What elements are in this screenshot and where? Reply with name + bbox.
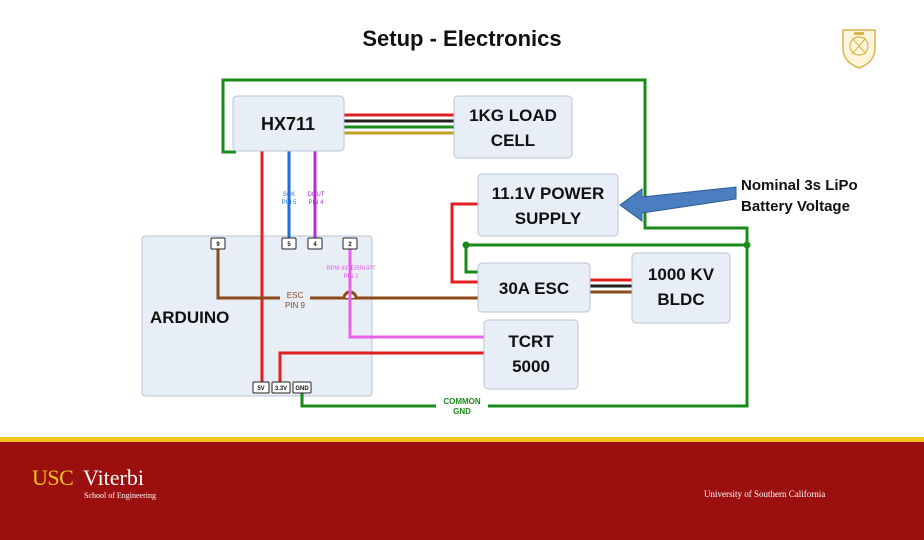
- hx711-box: [232, 95, 345, 152]
- viterbi-logo-text: Viterbi: [83, 465, 144, 490]
- footer-bar: USC Viterbi School of Engineering Univer…: [0, 437, 924, 540]
- university-name: University of Southern California: [704, 489, 826, 499]
- battery-annotation-1: Nominal 3s LiPo: [741, 177, 858, 194]
- battery-voltage-arrow: [619, 186, 737, 222]
- pin-9-header: [210, 237, 226, 250]
- esc-pin-label-bg: [280, 289, 310, 311]
- rpm-label-1: RPM INTERRUPT: [326, 266, 376, 272]
- esc-box: [477, 262, 591, 313]
- school-of-engineering-text: School of Engineering: [84, 491, 156, 500]
- battery-annotation-2: Battery Voltage: [741, 198, 850, 215]
- load-cell-box: [453, 95, 573, 159]
- hx711-label: HX711: [261, 114, 315, 134]
- pin-5v-header: [252, 381, 270, 394]
- tcrt-label-2: 5000: [512, 357, 550, 376]
- pin-9-label: 9: [216, 242, 220, 248]
- arduino-board: [141, 235, 373, 397]
- pin-5-header: [281, 237, 297, 250]
- power-supply-label-1: 11.1V POWER: [492, 184, 604, 203]
- footer-gold-stripe: [0, 437, 924, 442]
- motor-bundle: [590, 278, 632, 294]
- load-cell-label-2: CELL: [491, 131, 535, 150]
- esc-pin-label-1: ESC: [287, 291, 304, 300]
- usc-logo-text: USC: [32, 465, 74, 490]
- common-gnd-label-bg: [436, 396, 488, 418]
- tcrt-label-1: TCRT: [508, 332, 554, 351]
- sck-label-2: PIN 5: [281, 200, 297, 206]
- dout-label-2: PIN 4: [308, 200, 324, 206]
- ground-junction-left: [462, 241, 470, 249]
- pin-3v3-label: 3.3V: [275, 386, 287, 392]
- power-supply-label-2: SUPPLY: [515, 209, 582, 228]
- slide-title: Setup - Electronics: [362, 26, 562, 51]
- wiring-diagram: HX711 1KG LOAD CELL 11.1V POWER SUPPLY 3…: [141, 78, 858, 418]
- pin-5v-label: 5V: [257, 386, 264, 392]
- load-cell-bundle: [344, 113, 454, 135]
- rpm-label-2: PIN 2: [343, 274, 359, 280]
- power-wires: [260, 150, 484, 383]
- power-supply-box: [477, 173, 619, 237]
- pin-2-label: 2: [348, 242, 352, 248]
- bldc-label-1: 1000 KV: [648, 265, 715, 284]
- pin-5-label: 5: [287, 242, 291, 248]
- dout-label-1: DOUT: [308, 192, 325, 198]
- load-cell-label-1: 1KG LOAD: [469, 106, 557, 125]
- pin-4-header: [307, 237, 323, 250]
- esc-signal-wire: [216, 248, 478, 300]
- tcrt-box: [483, 319, 579, 390]
- common-gnd-label-2: GND: [453, 407, 471, 416]
- bldc-label-2: BLDC: [657, 290, 704, 309]
- arduino-label: ARDUINO: [150, 308, 229, 327]
- pin-3v3-header: [271, 381, 291, 394]
- pin-4-label: 4: [313, 242, 317, 248]
- pin-headers: [210, 237, 358, 394]
- pin-gnd-label: GND: [295, 386, 309, 392]
- common-gnd-label-1: COMMON: [443, 397, 481, 406]
- pin-2-header: [342, 237, 358, 250]
- sck-label-1: SCK: [283, 192, 295, 198]
- bldc-box: [631, 252, 731, 324]
- ground-junction-right: [743, 241, 751, 249]
- esc-label: 30A ESC: [499, 279, 569, 298]
- pin-gnd-header: [292, 381, 312, 394]
- rpm-wire: [348, 248, 484, 339]
- esc-pin-label-2: PIN 9: [285, 301, 306, 310]
- usc-seal-icon: [842, 29, 876, 69]
